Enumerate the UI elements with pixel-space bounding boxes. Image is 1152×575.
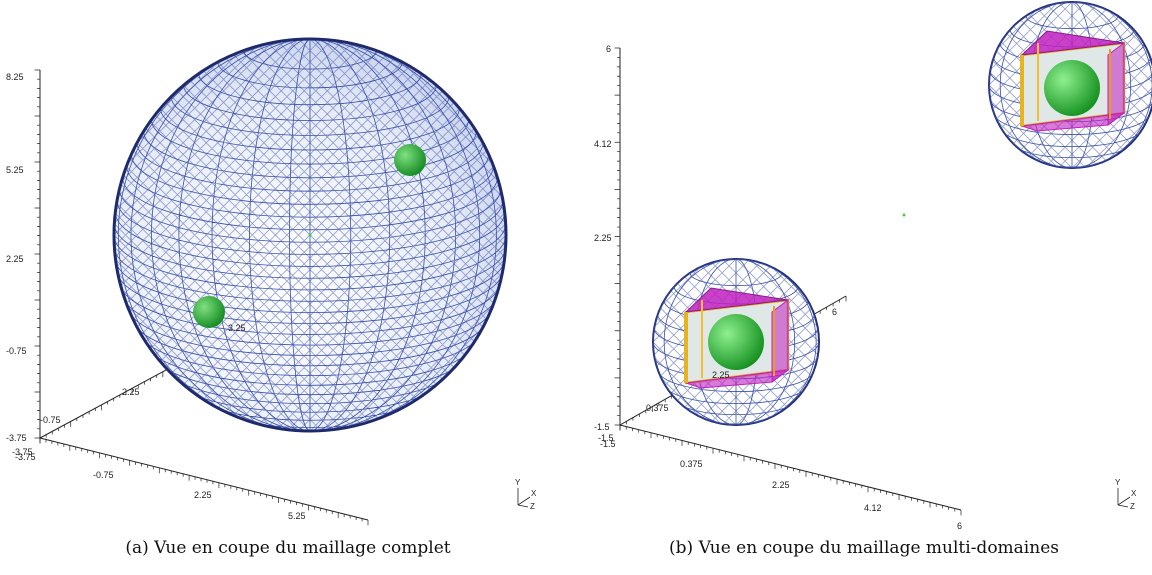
x-tick: 0.375 xyxy=(680,459,703,469)
inclusion-sphere-lower-b xyxy=(708,314,764,370)
x-tick: 2.25 xyxy=(194,490,212,500)
diag-tick: 2.25 xyxy=(712,370,730,380)
figure-b: 6 4.12 2.25 -1.5 6 2.25 0.375 -1.5 -1.5 … xyxy=(576,0,1152,575)
diag-tick: -0.75 xyxy=(40,415,61,425)
z-tick: -3.75 xyxy=(6,433,27,443)
figure-a: 8.25 5.25 2.25 -0.75 -3.75 3.25 2.25 -0.… xyxy=(6,37,537,558)
x-tick: -1.5 xyxy=(600,439,616,449)
triad-y-label: Y xyxy=(515,478,521,487)
x-axis-a xyxy=(39,437,369,521)
axis-ticks xyxy=(39,438,369,526)
diag-tick: 2.25 xyxy=(122,387,140,397)
inclusion-sphere-lower xyxy=(193,296,225,328)
outer-sphere-mesh xyxy=(112,37,508,433)
z-tick: 8.25 xyxy=(6,72,24,82)
x-tick: 5.25 xyxy=(288,511,306,521)
figure-b-plot: 6 4.12 2.25 -1.5 6 2.25 0.375 -1.5 -1.5 … xyxy=(594,1,1152,531)
diag-tick: 3.25 xyxy=(228,323,246,333)
x-tick: 2.25 xyxy=(772,480,790,490)
z-tick: 2.25 xyxy=(594,233,612,243)
axis-triad-b xyxy=(1117,488,1131,508)
subdomain-sphere-upper xyxy=(988,1,1152,169)
z-tick: 4.12 xyxy=(594,139,612,149)
z-tick: 2.25 xyxy=(6,254,24,264)
caption-b: (b) Vue en coupe du maillage multi-domai… xyxy=(669,538,1059,558)
subdomain-sphere-lower xyxy=(652,258,820,426)
corner-tick: -1.5 xyxy=(598,433,614,443)
triad-x-label: X xyxy=(531,489,537,498)
axis-ticks xyxy=(614,47,620,426)
axis-triad-a xyxy=(517,488,531,508)
z-tick: 5.25 xyxy=(6,165,24,175)
z-tick: -1.5 xyxy=(594,422,610,432)
center-point xyxy=(308,233,312,237)
x-tick: 4.12 xyxy=(864,503,882,513)
x-tick: 6 xyxy=(957,521,962,531)
diag-tick: 6 xyxy=(832,307,837,317)
axis-ticks xyxy=(34,69,40,439)
inclusion-sphere-upper-b xyxy=(1044,60,1100,116)
corner-tick: -3.75 xyxy=(12,447,33,457)
axis-ticks xyxy=(619,425,962,516)
inclusion-sphere-upper xyxy=(394,144,426,176)
triad-y-label: Y xyxy=(1115,478,1121,487)
x-axis-b xyxy=(619,424,962,511)
figure-a-plot: 8.25 5.25 2.25 -0.75 -3.75 3.25 2.25 -0.… xyxy=(6,37,537,526)
diag-tick: 0.375 xyxy=(646,403,669,413)
triad-z-label: Z xyxy=(1130,502,1135,511)
center-point-b xyxy=(902,213,906,217)
caption-a: (a) Vue en coupe du maillage complet xyxy=(125,538,451,558)
x-tick: -0.75 xyxy=(93,470,114,480)
z-tick: -0.75 xyxy=(6,346,27,356)
triad-x-label: X xyxy=(1131,489,1137,498)
mesh-diagonals xyxy=(114,39,506,431)
x-tick: -3.75 xyxy=(15,452,36,462)
z-tick: 6 xyxy=(606,44,611,54)
triad-z-label: Z xyxy=(530,502,535,511)
